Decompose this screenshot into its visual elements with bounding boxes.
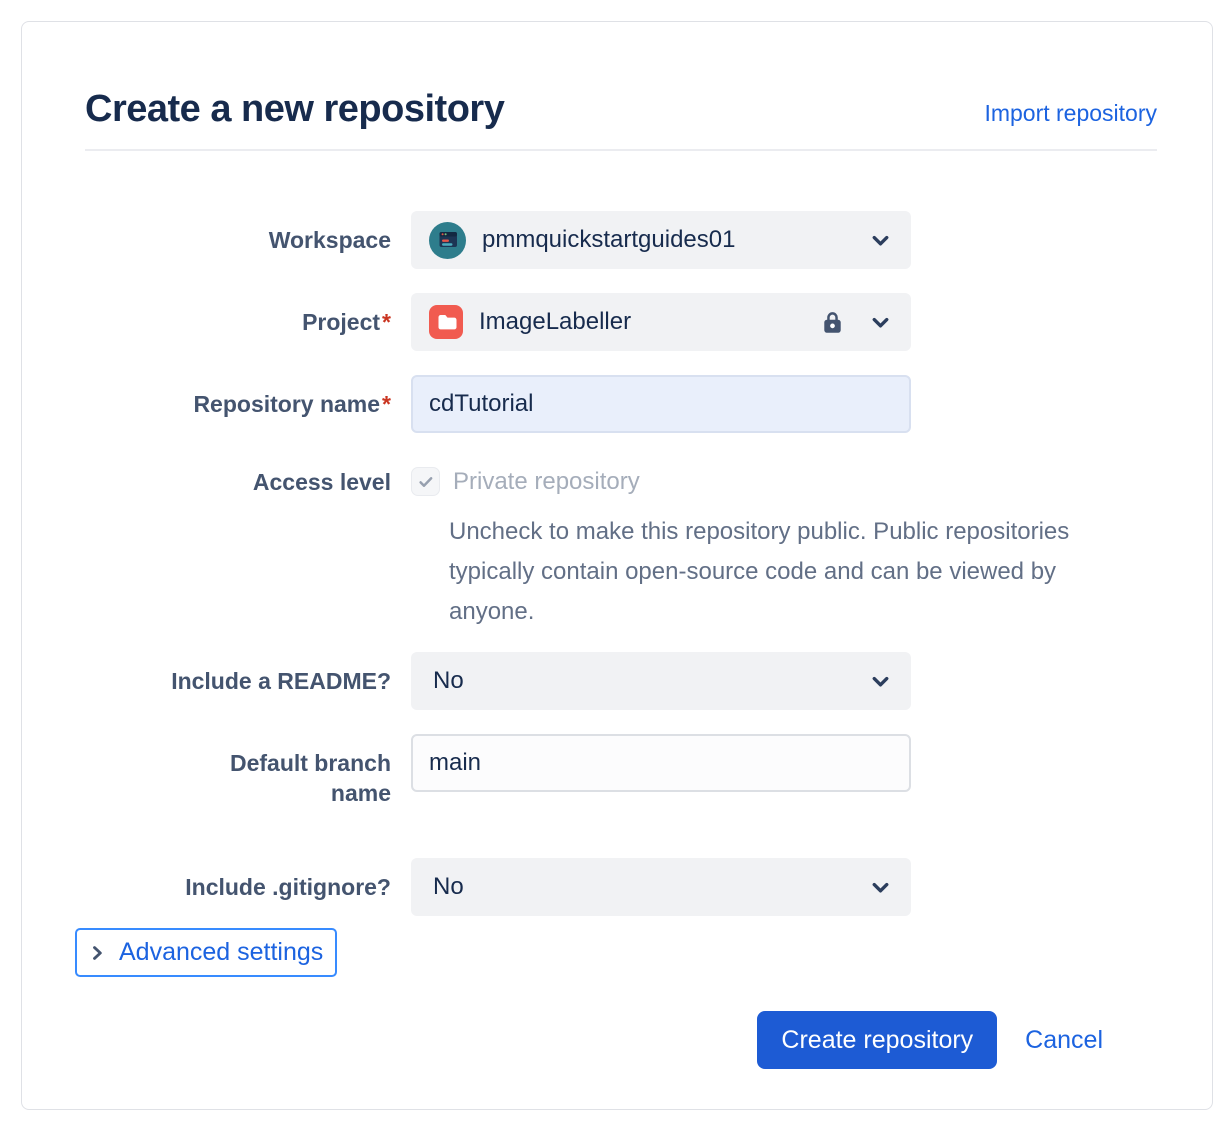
include-gitignore-row: Include .gitignore? No [85,858,1157,916]
workspace-value: pmmquickstartguides01 [482,226,736,253]
create-repository-dialog: Create a new repository Import repositor… [21,21,1213,1110]
private-repository-checkbox [411,467,440,496]
include-gitignore-select[interactable]: No [411,858,911,916]
required-asterisk: * [382,309,391,335]
workspace-label: Workspace [268,227,391,253]
include-readme-value: No [433,667,464,694]
include-gitignore-value: No [433,873,464,900]
project-select[interactable]: ImageLabeller [411,293,911,351]
include-gitignore-label: Include .gitignore? [185,874,391,900]
chevron-down-icon [868,669,893,694]
lock-icon [819,309,846,336]
cancel-button[interactable]: Cancel [1013,1011,1115,1069]
repository-name-row: Repository name* [85,375,1157,433]
project-label: Project* [302,309,391,335]
private-repository-label: Private repository [453,467,640,495]
chevron-down-icon [868,310,893,335]
workspace-row: Workspace pmmq [85,211,1157,269]
repository-name-label: Repository name* [193,391,391,417]
access-level-help-text: Uncheck to make this repository public. … [449,518,1070,625]
workspace-avatar-icon [429,221,466,259]
chevron-down-icon [868,875,893,900]
advanced-settings-label: Advanced settings [119,938,324,966]
include-readme-select[interactable]: No [411,652,911,710]
header-divider [85,149,1157,151]
page-title: Create a new repository [85,88,505,130]
advanced-settings-toggle[interactable]: Advanced settings [74,928,338,977]
dialog-actions: Create repository Cancel [85,1011,1157,1069]
required-asterisk: * [382,391,391,417]
project-row: Project* ImageLabeller [85,293,1157,351]
chevron-down-icon [868,228,893,253]
dialog-header: Create a new repository Import repositor… [85,88,1157,131]
create-repository-form: Workspace pmmq [74,211,1157,1069]
include-readme-row: Include a README? No [85,652,1157,710]
repository-name-input[interactable] [411,375,911,433]
workspace-select[interactable]: pmmquickstartguides01 [411,211,911,269]
import-repository-link[interactable]: Import repository [984,100,1157,126]
chevron-right-icon [87,943,107,963]
access-level-row: Access level Private repository Uncheck … [85,457,1157,632]
default-branch-row: Default branch name [85,734,1157,808]
create-repository-button[interactable]: Create repository [757,1011,998,1069]
project-avatar-icon [429,305,463,339]
project-value: ImageLabeller [479,308,632,335]
access-level-label: Access level [252,469,391,495]
default-branch-label: Default branch name [229,750,391,806]
checkmark-icon [418,476,432,487]
default-branch-input[interactable] [411,734,911,792]
include-readme-label: Include a README? [171,668,391,694]
